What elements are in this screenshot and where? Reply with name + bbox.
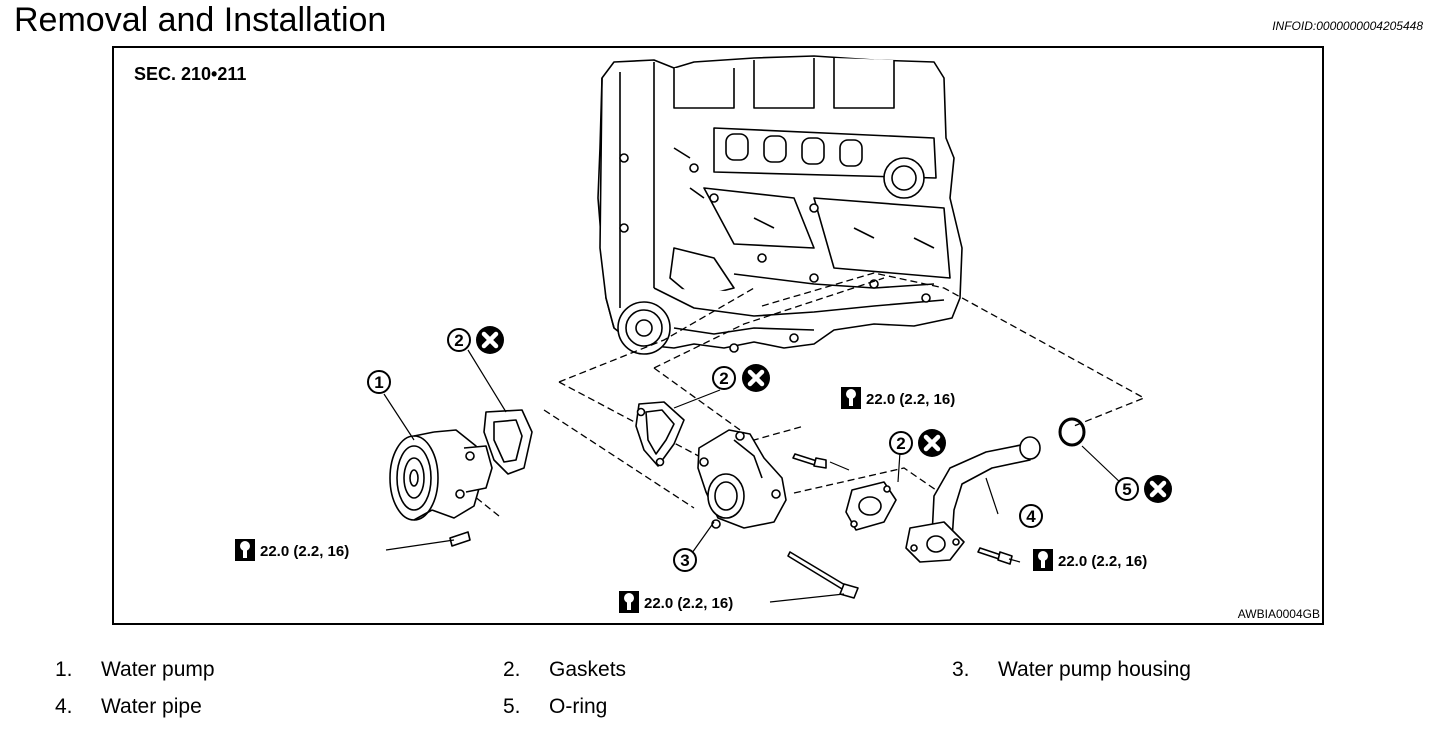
svg-text:2: 2 [896,434,905,453]
legend-item: 1. Water pump [55,658,215,682]
legend-number: 5. [503,695,521,718]
do-not-reuse-x-icon [742,364,770,392]
callout-2-pump: 2 [447,326,504,354]
legend-item: 3. Water pump housing [952,658,1191,682]
svg-text:22.0 (2.2, 16): 22.0 (2.2, 16) [260,543,349,560]
legend-label: O-ring [549,695,608,718]
torque-spec-pump-bolt: 22.0 (2.2, 16) [235,539,349,561]
svg-text:2: 2 [719,369,728,388]
callout-2-housing: 2 [712,364,770,392]
bolts [449,453,1013,599]
legend-number: 4. [55,695,73,718]
callout-1: 1 [367,370,391,394]
torque-wrench-icon [841,387,861,409]
callout-3: 3 [673,548,697,572]
pump-gasket [483,409,533,475]
figure-code: AWBIA0004GB [1237,607,1320,621]
svg-text:22.0 (2.2, 16): 22.0 (2.2, 16) [644,595,733,612]
housing-gasket [635,401,685,467]
legend-label: Water pipe [101,695,202,718]
callout-2-pipe: 2 [889,429,946,457]
section-label: SEC. 210•211 [134,64,247,84]
legend-item: 4. Water pipe [55,695,202,719]
do-not-reuse-x-icon [1144,475,1172,503]
callout-4: 4 [1019,504,1043,528]
o-ring [1058,417,1086,447]
svg-text:3: 3 [680,551,689,570]
leader-lines [383,349,1125,603]
svg-text:22.0 (2.2, 16): 22.0 (2.2, 16) [866,391,955,408]
legend-label: Water pump [101,658,215,681]
svg-text:1: 1 [374,373,383,392]
exploded-diagram: 1 2 2 2 3 4 5 [112,46,1324,625]
water-pump [389,429,493,521]
do-not-reuse-x-icon [476,326,504,354]
water-pipe [905,436,1041,563]
torque-spec-pipe-bolt: 22.0 (2.2, 16) [1033,549,1147,571]
legend-number: 3. [952,658,970,681]
water-pump-housing [697,429,787,529]
svg-text:5: 5 [1122,480,1131,499]
svg-text:4: 4 [1026,507,1036,526]
torque-wrench-icon [1033,549,1053,571]
callout-5: 5 [1115,475,1172,503]
legend-label: Water pump housing [998,658,1191,681]
pipe-gasket [845,481,897,531]
diagram-drawing: 1 2 2 2 3 4 5 [235,55,1322,613]
torque-spec-housing-bolt-top: 22.0 (2.2, 16) [841,387,955,409]
legend-item: 5. O-ring [503,695,607,719]
legend-number: 2. [503,658,521,681]
torque-spec-housing-bolt-bottom: 22.0 (2.2, 16) [619,591,733,613]
torque-wrench-icon [619,591,639,613]
svg-text:22.0 (2.2, 16): 22.0 (2.2, 16) [1058,553,1147,570]
legend-label: Gaskets [549,658,627,681]
legend-item: 2. Gaskets [503,658,626,682]
info-id: INFOID:0000000004205448 [1272,19,1423,33]
legend-number: 1. [55,658,73,681]
engine-block [597,55,963,355]
svg-text:2: 2 [454,331,463,350]
page-title: Removal and Installation [14,1,387,39]
torque-wrench-icon [235,539,255,561]
do-not-reuse-x-icon [918,429,946,457]
